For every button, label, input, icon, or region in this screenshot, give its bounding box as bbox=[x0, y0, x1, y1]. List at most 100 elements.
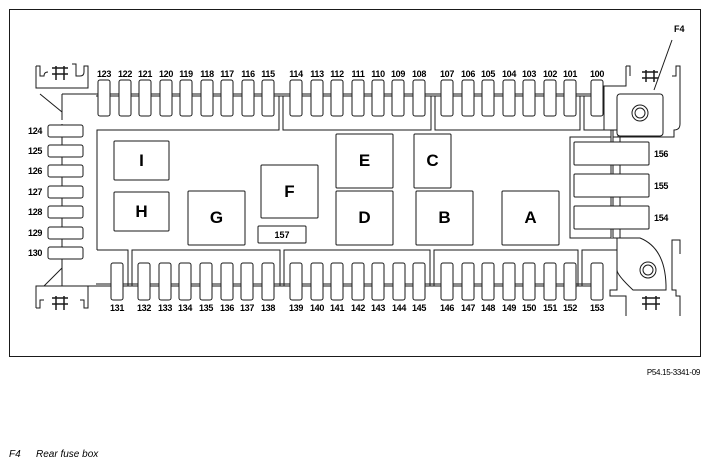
fuse-label-126: 126 bbox=[28, 166, 43, 176]
right-top-clip-screw bbox=[642, 70, 658, 82]
fuse-label-142: 142 bbox=[350, 303, 366, 313]
fuse-label-114: 114 bbox=[289, 69, 303, 79]
fuse-135 bbox=[199, 262, 213, 301]
right-bottom-terminal-stud bbox=[639, 261, 657, 279]
fuse-106 bbox=[461, 79, 475, 117]
fuse-156 bbox=[573, 141, 650, 166]
relay-label-G: G bbox=[209, 208, 224, 227]
fuse-138 bbox=[261, 262, 275, 301]
fuse-label-109: 109 bbox=[390, 69, 406, 79]
fuse-label-131: 131 bbox=[109, 303, 125, 313]
relay-E bbox=[335, 133, 394, 189]
inner-box-top bbox=[96, 96, 618, 250]
fuse-label-130: 130 bbox=[28, 248, 43, 258]
relay-label-A: A bbox=[524, 208, 537, 227]
relay-label-I: I bbox=[139, 150, 144, 170]
fuse-107 bbox=[440, 79, 454, 117]
caption-code: F4 bbox=[9, 449, 21, 460]
fuse-116 bbox=[241, 79, 255, 117]
fuse-label-108: 108 bbox=[411, 69, 427, 79]
fuse-150 bbox=[522, 262, 536, 301]
fuse-label-139: 139 bbox=[288, 303, 304, 313]
relay-label-C: C bbox=[426, 151, 439, 170]
fuse-label-120: 120 bbox=[158, 69, 174, 79]
fuse-119 bbox=[179, 79, 193, 117]
fuse-157 bbox=[257, 225, 307, 244]
fuse-label-144: 144 bbox=[391, 303, 407, 313]
relay-I bbox=[113, 140, 170, 181]
fuse-133 bbox=[158, 262, 172, 301]
fuse-122 bbox=[118, 79, 132, 117]
fuse-label-134: 134 bbox=[177, 303, 193, 313]
left-top-brace bbox=[39, 93, 63, 113]
fuse-102 bbox=[543, 79, 557, 117]
fuse-label-154: 154 bbox=[654, 213, 669, 223]
right-top-terminal-stud bbox=[631, 104, 649, 122]
fuse-label-119: 119 bbox=[179, 69, 193, 79]
fuse-144 bbox=[392, 262, 406, 301]
right-top-mount bbox=[603, 65, 681, 138]
fuse-label-101: 101 bbox=[562, 69, 578, 79]
fuse-121 bbox=[138, 79, 152, 117]
fuse-136 bbox=[220, 262, 234, 301]
fuse-label-125: 125 bbox=[28, 146, 43, 156]
fuse-label-153: 153 bbox=[589, 303, 605, 313]
fuse-label-102: 102 bbox=[542, 69, 558, 79]
fuse-142 bbox=[351, 262, 365, 301]
fuse-146 bbox=[440, 262, 454, 301]
fuse-140 bbox=[310, 262, 324, 301]
fuse-label-121: 121 bbox=[137, 69, 153, 79]
f4-callout-line bbox=[653, 39, 673, 91]
fuse-label-155: 155 bbox=[654, 181, 669, 191]
relay-label-E: E bbox=[358, 151, 371, 170]
fuse-118 bbox=[200, 79, 214, 117]
fuse-112 bbox=[330, 79, 344, 117]
fuse-131 bbox=[110, 262, 124, 301]
fuse-label-105: 105 bbox=[480, 69, 496, 79]
fuse-label-136: 136 bbox=[219, 303, 235, 313]
relay-C bbox=[413, 133, 452, 189]
fuse-137 bbox=[240, 262, 254, 301]
fuse-label-123: 123 bbox=[96, 69, 112, 79]
fuse-label-112: 112 bbox=[330, 69, 344, 79]
fuse-label-106: 106 bbox=[460, 69, 476, 79]
fuse-label-127: 127 bbox=[28, 187, 43, 197]
fuse-152 bbox=[563, 262, 577, 301]
fuse-125 bbox=[47, 144, 84, 158]
relay-label-B: B bbox=[438, 208, 451, 227]
right-top-terminal-block bbox=[616, 93, 664, 137]
fuse-label-143: 143 bbox=[370, 303, 386, 313]
fuse-132 bbox=[137, 262, 151, 301]
fuse-153 bbox=[590, 262, 604, 301]
left-top-mount-clip bbox=[35, 63, 89, 89]
fuse-127 bbox=[47, 185, 84, 199]
left-top-clip-screw bbox=[52, 66, 68, 80]
fuse-label-116: 116 bbox=[241, 69, 255, 79]
relay-label-D: D bbox=[358, 208, 371, 227]
fuse-label-115: 115 bbox=[261, 69, 275, 79]
fuse-130 bbox=[47, 246, 84, 260]
fuse-115 bbox=[261, 79, 275, 117]
fuse-154 bbox=[573, 205, 650, 230]
relay-G bbox=[187, 190, 246, 246]
fuse-label-150: 150 bbox=[521, 303, 537, 313]
fuse-101 bbox=[563, 79, 577, 117]
fuse-148 bbox=[481, 262, 495, 301]
fuse-label-135: 135 bbox=[198, 303, 214, 313]
reference-code: P54.15-3341-09 bbox=[646, 368, 700, 377]
fuse-label-103: 103 bbox=[521, 69, 537, 79]
fuse-108 bbox=[412, 79, 426, 117]
right-bottom-mount bbox=[609, 238, 681, 316]
fuse-151 bbox=[543, 262, 557, 301]
right-bottom-terminal-stud-inner bbox=[642, 264, 654, 276]
fuse-label-117: 117 bbox=[220, 69, 234, 79]
fuse-label-110: 110 bbox=[371, 69, 385, 79]
fuse-label-128: 128 bbox=[28, 207, 43, 217]
fuse-129 bbox=[47, 226, 84, 240]
fuse-label-133: 133 bbox=[157, 303, 173, 313]
fuse-141 bbox=[330, 262, 344, 301]
fuse-label-152: 152 bbox=[562, 303, 578, 313]
fuse-label-137: 137 bbox=[239, 303, 255, 313]
